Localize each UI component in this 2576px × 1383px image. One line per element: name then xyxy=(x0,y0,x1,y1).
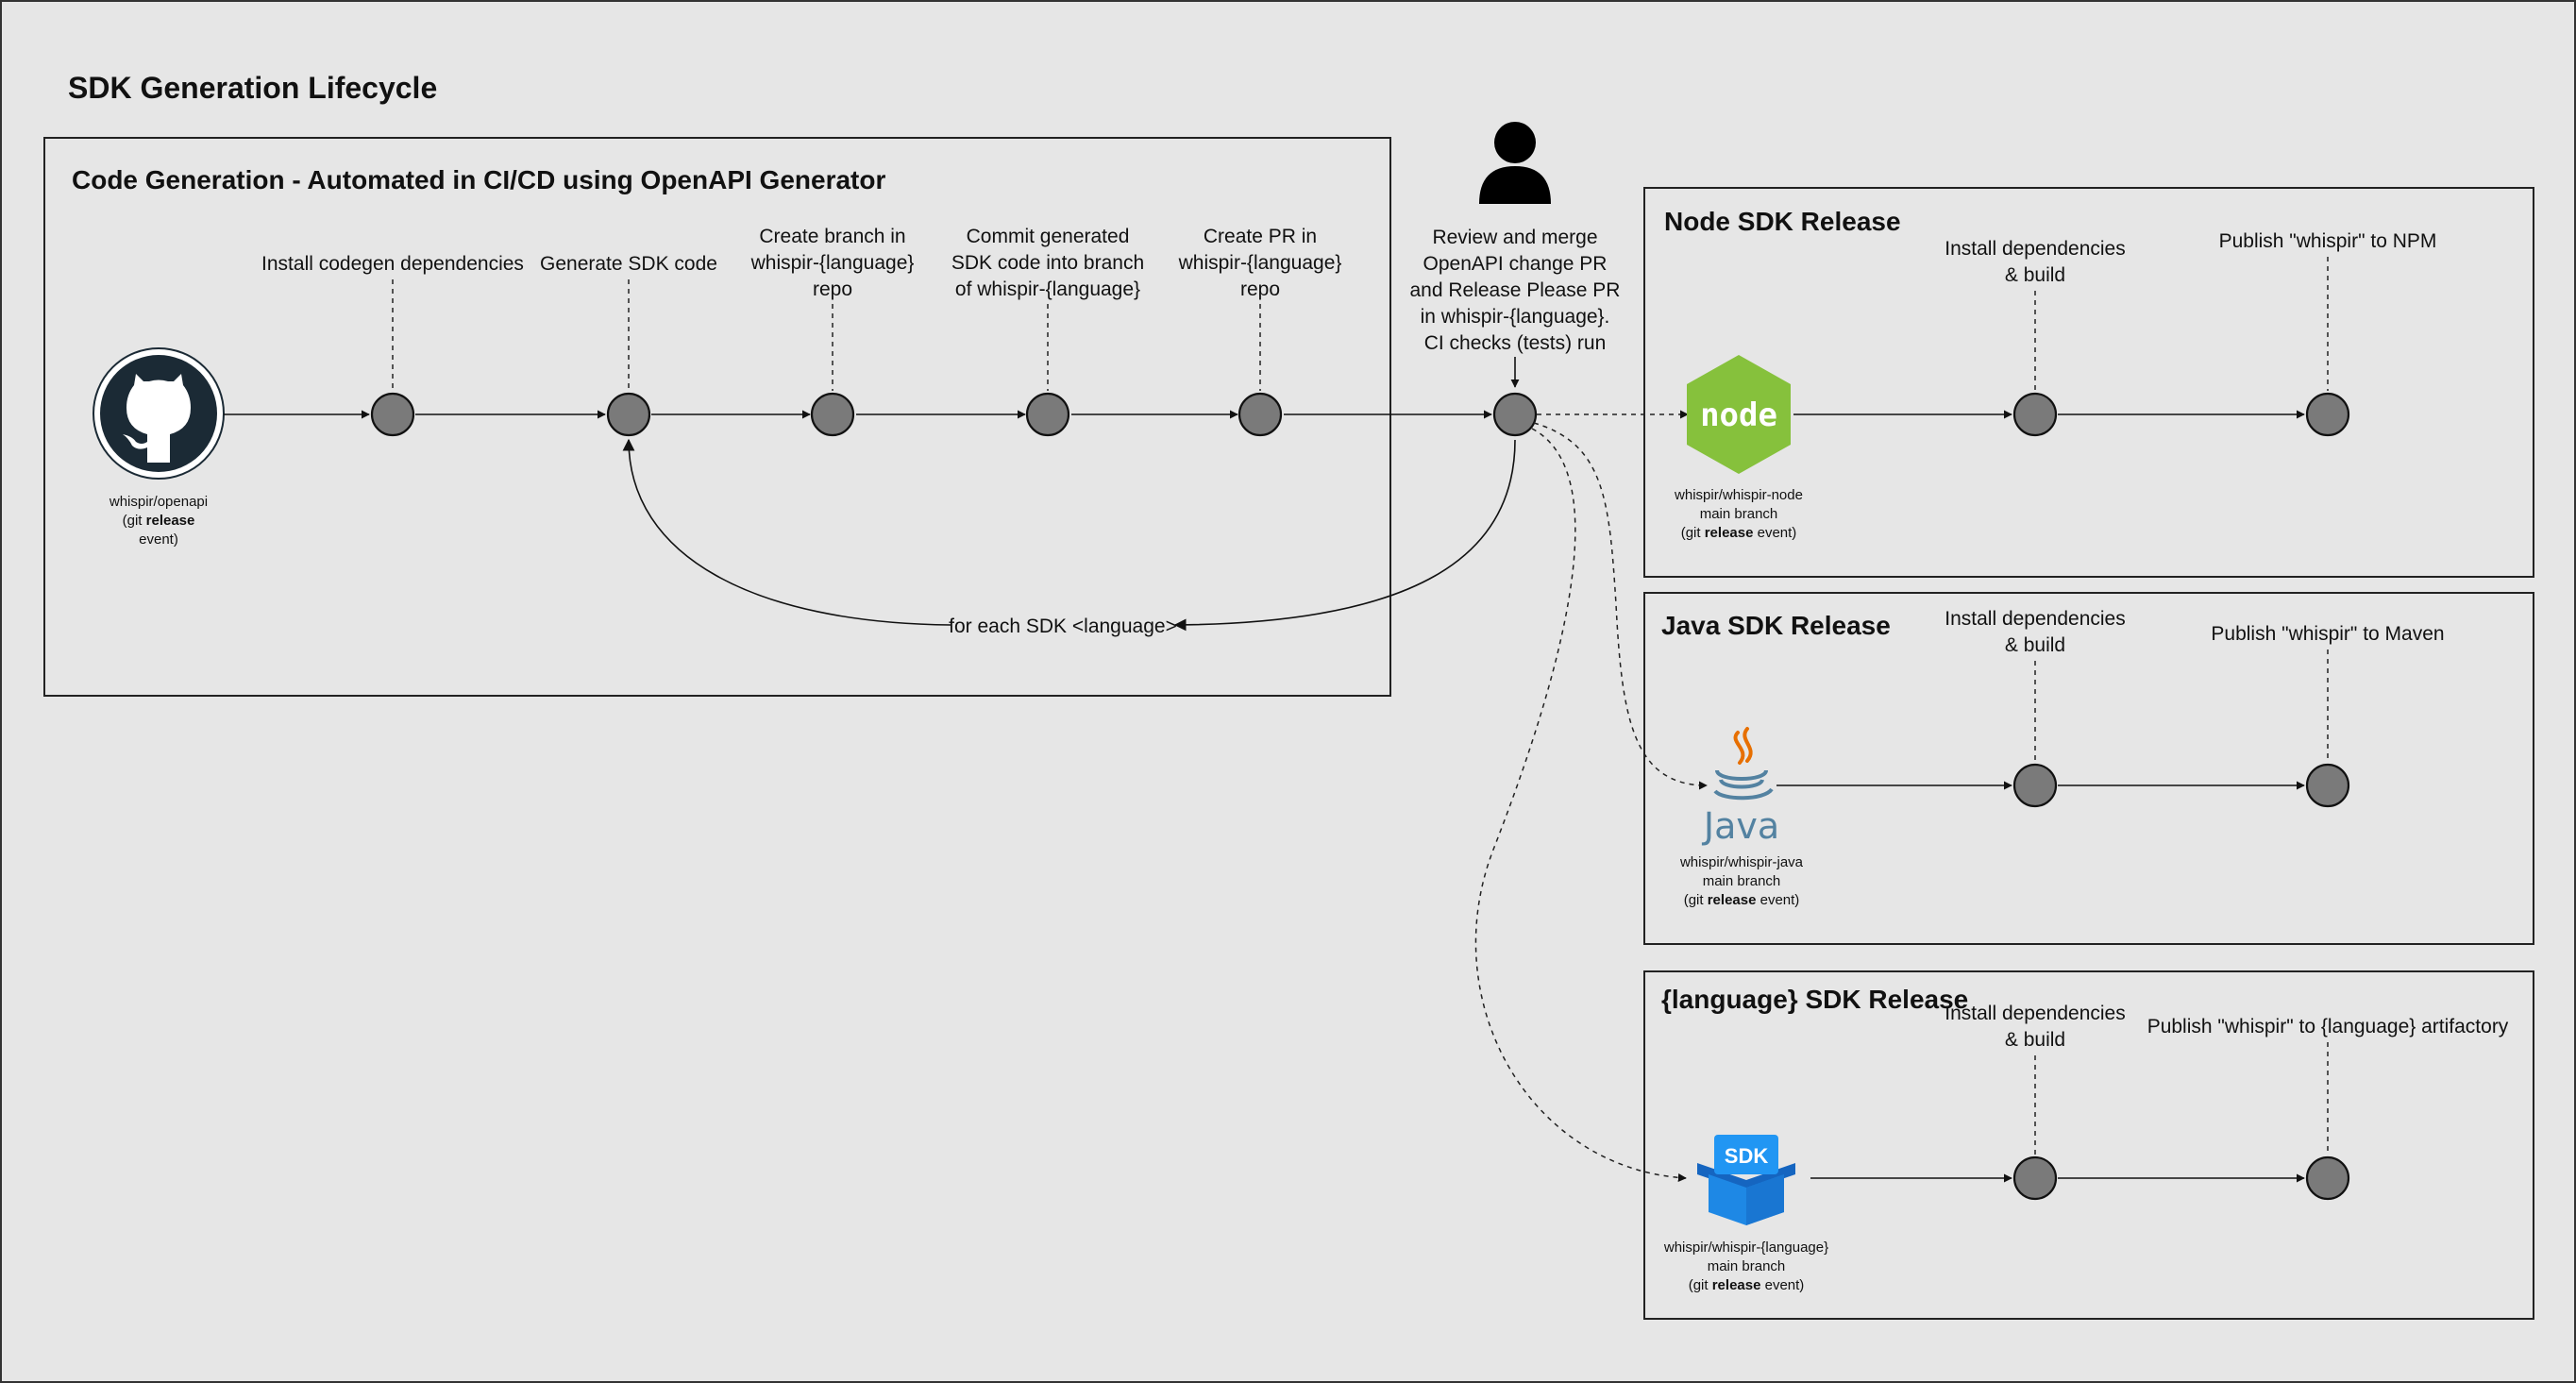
release-step-label: & build xyxy=(2005,634,2065,656)
codegen-step-label: repo xyxy=(1240,278,1280,300)
release-event-label: (git release event) xyxy=(1684,892,1800,908)
release-step-node xyxy=(2305,763,2350,808)
release-step-label: Publish "whispir" to Maven xyxy=(2211,623,2444,645)
release-step-label: Publish "whispir" to NPM xyxy=(2219,230,2437,252)
review-node xyxy=(1492,392,1538,437)
release-step-label: & build xyxy=(2005,1029,2065,1051)
loop-label: for each SDK <language> xyxy=(949,616,1177,637)
person-icon xyxy=(1479,122,1551,204)
codegen-step-label: whispir-{language} xyxy=(1178,252,1342,274)
review-step-text-line: OpenAPI change PR xyxy=(1423,253,1608,275)
sdk-box-icon: SDK xyxy=(1697,1135,1795,1225)
release-step-label: Install dependencies xyxy=(1945,608,2125,630)
svg-text:Java: Java xyxy=(1702,805,1779,847)
codegen-step-label: SDK code into branch xyxy=(951,252,1144,274)
codegen-step-node xyxy=(1237,392,1283,437)
page-title: SDK Generation Lifecycle xyxy=(68,71,437,105)
svg-text:(git release: (git release xyxy=(123,513,195,529)
codegen-step-node xyxy=(810,392,855,437)
codegen-step-node xyxy=(606,392,651,437)
codegen-step-node xyxy=(370,392,415,437)
node-release-lane: Node SDK Release node xyxy=(1643,187,2534,578)
github-source-label: whispir/openapi (git release event) xyxy=(109,494,208,548)
release-event-label: (git release event) xyxy=(1689,1277,1805,1293)
release-repo-label: whispir/whispir-node xyxy=(1674,487,1803,503)
java-release-lane: Java SDK Release Java xyxy=(1643,592,2534,945)
codegen-step-label: Create branch in xyxy=(759,226,905,247)
release-step-label: Publish "whispir" to {language} artifact… xyxy=(2147,1016,2509,1037)
release-step-label: Install dependencies xyxy=(1945,1003,2125,1024)
java-icon: Java xyxy=(1702,727,1779,847)
release-step-node xyxy=(2305,1155,2350,1201)
svg-text:SDK: SDK xyxy=(1725,1144,1769,1168)
release-repo-label: main branch xyxy=(1708,1258,1786,1274)
codegen-step-label: repo xyxy=(813,278,852,300)
loop-edge-to-generate xyxy=(622,438,951,626)
java-release-title: Java SDK Release xyxy=(1661,611,1891,640)
fanout-edge-language xyxy=(1474,428,1687,1182)
release-step-label: & build xyxy=(2005,264,2065,286)
fanout-edge-java xyxy=(1533,422,1708,790)
release-repo-label: whispir/whispir-java xyxy=(1679,854,1804,870)
release-lanes: Node SDK Release node Java SDK Release J… xyxy=(1643,187,2534,1320)
codegen-step-node xyxy=(1025,392,1070,437)
release-step-label: Install dependencies xyxy=(1945,238,2125,260)
nodejs-icon: node xyxy=(1687,355,1791,474)
review-step-text-line: CI checks (tests) run xyxy=(1424,332,1607,354)
release-repo-label: whispir/whispir-{language} xyxy=(1663,1240,1828,1256)
release-step-node xyxy=(2012,763,2058,808)
codegen-step-label: Install codegen dependencies xyxy=(261,253,524,275)
codegen-step-label: Generate SDK code xyxy=(540,253,717,275)
codegen-steps: Install codegen dependencies Generate SDK… xyxy=(261,226,1342,437)
release-event-label: (git release event) xyxy=(1681,525,1797,541)
language-release-lane: {language} SDK Release SDK xyxy=(1643,970,2534,1320)
release-step-node xyxy=(2012,1155,2058,1201)
review-step-text-line: and Release Please PR xyxy=(1410,279,1621,301)
codegen-frame: Code Generation - Automated in CI/CD usi… xyxy=(43,137,1391,697)
codegen-step-label: Create PR in xyxy=(1204,226,1317,247)
review-step-text-line: in whispir-{language}. xyxy=(1421,306,1610,328)
svg-text:node: node xyxy=(1700,396,1777,434)
codegen-step-label: of whispir-{language} xyxy=(955,278,1140,300)
codegen-step-label: whispir-{language} xyxy=(750,252,915,274)
review-step-text-line: Review and merge xyxy=(1432,227,1597,248)
github-icon xyxy=(93,347,225,480)
release-step-node xyxy=(2012,392,2058,437)
release-repo-label: main branch xyxy=(1703,873,1781,889)
loop-edge-back xyxy=(1173,439,1516,632)
svg-text:whispir/openapi: whispir/openapi xyxy=(109,494,208,510)
language-release-title: {language} SDK Release xyxy=(1661,985,1968,1014)
svg-text:event): event) xyxy=(139,531,178,548)
node-release-title: Node SDK Release xyxy=(1664,207,1901,236)
release-step-node xyxy=(2305,392,2350,437)
codegen-step-label: Commit generated xyxy=(967,226,1130,247)
codegen-title: Code Generation - Automated in CI/CD usi… xyxy=(72,165,885,194)
release-repo-label: main branch xyxy=(1700,506,1778,522)
